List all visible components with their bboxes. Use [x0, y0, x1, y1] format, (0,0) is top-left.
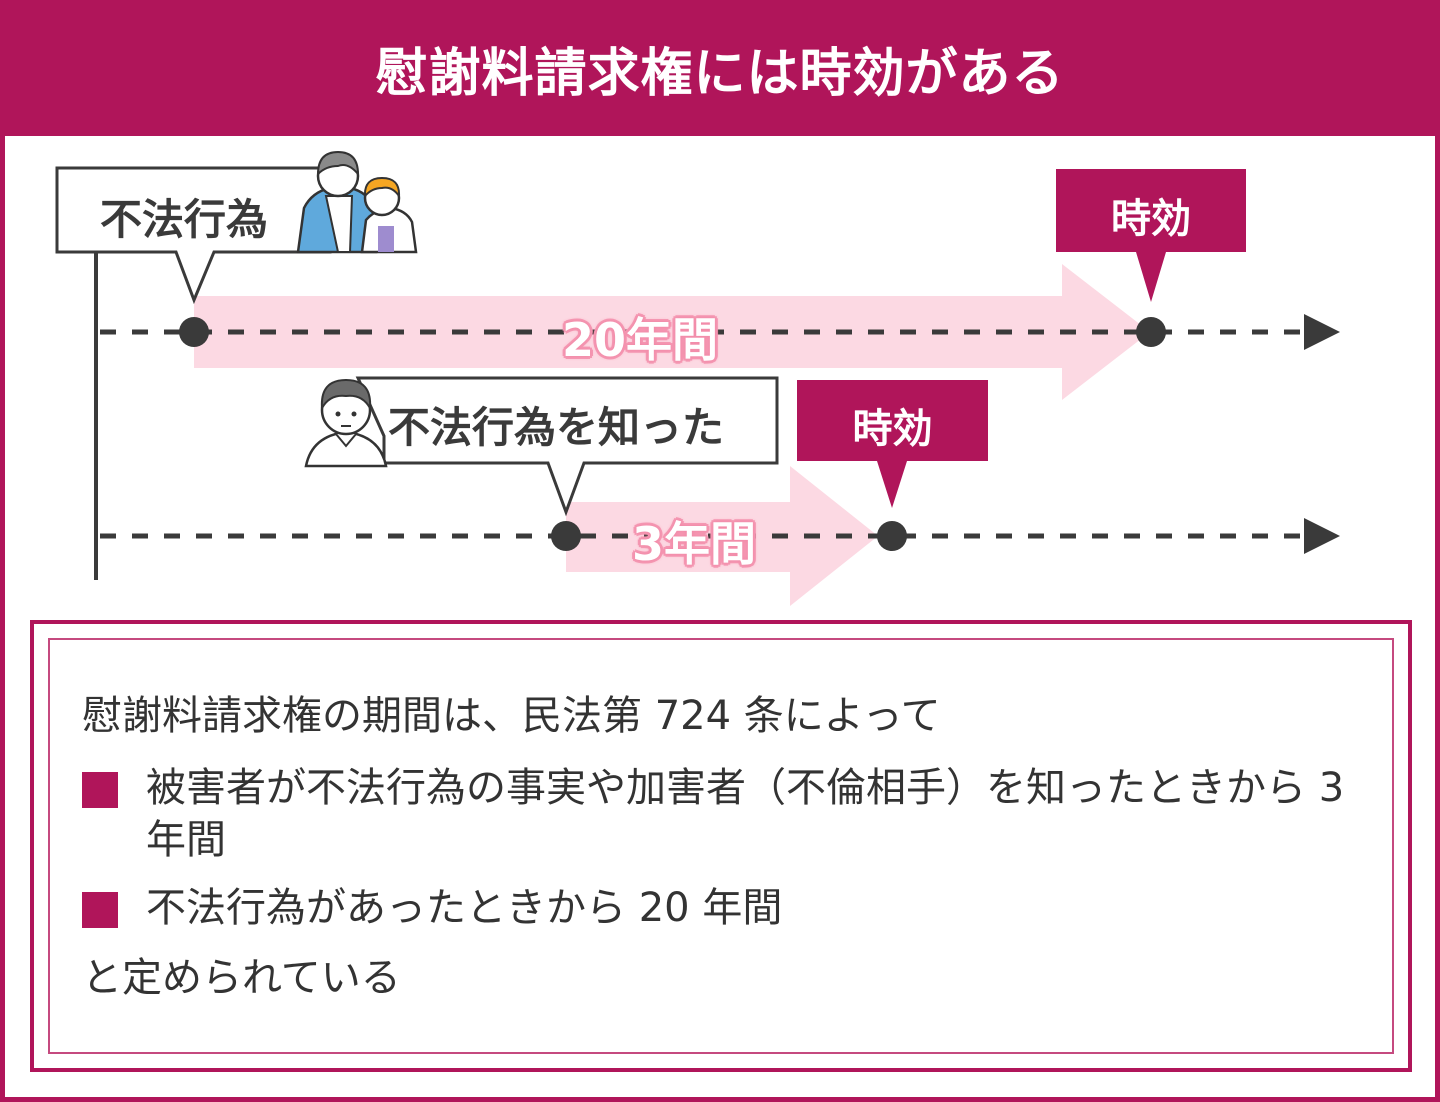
callout-1-label: 不法行為 — [100, 195, 269, 244]
period-label-3-years: 3年間 — [632, 517, 757, 571]
notes-box-inner-border: 慰謝料請求権の期間は、民法第 724 条によって 被害者が不法行為の事実や加害者… — [48, 638, 1394, 1054]
period-label-20-years: 20年間 — [562, 313, 719, 367]
timeline-diagram: 不法行為 時効 20年間 不法行為を知った 時効 3年間 — [0, 136, 1440, 606]
notes-box: 慰謝料請求権の期間は、民法第 724 条によって 被害者が不法行為の事実や加害者… — [30, 620, 1412, 1072]
timeline-1-end-dot — [1136, 317, 1166, 347]
expiry-tag-1-label: 時効 — [1111, 196, 1191, 242]
couple-illustration-icon — [296, 150, 418, 254]
callout-2-bubble — [355, 376, 779, 517]
callout-2-label: 不法行為を知った — [388, 403, 725, 452]
notes-outro: と定められている — [82, 955, 401, 1001]
timeline-1-start-dot — [179, 317, 209, 347]
period-arrow-20-years — [194, 264, 1150, 400]
timeline-1-arrowhead-icon — [1304, 314, 1340, 350]
expiry-tag-2-label: 時効 — [852, 406, 933, 452]
header-banner: 慰謝料請求権には時効がある — [0, 0, 1440, 136]
square-bullet-icon — [82, 892, 118, 928]
notes-bullet-text: 被害者が不法行為の事実や加害者（不倫相手）を知ったときから 3 年間 — [146, 765, 1345, 863]
timeline-2-end-dot — [877, 521, 907, 551]
notes-body: 慰謝料請求権の期間は、民法第 724 条によって 被害者が不法行為の事実や加害者… — [82, 690, 1362, 1004]
notes-bullet: 被害者が不法行為の事実や加害者（不倫相手）を知ったときから 3 年間 — [82, 762, 1362, 866]
timeline-2-arrowhead-icon — [1304, 518, 1340, 554]
person-illustration-icon — [304, 378, 388, 468]
notes-bullet: 不法行為があったときから 20 年間 — [82, 882, 1362, 934]
timeline-graphics — [55, 150, 1340, 606]
timeline-2-start-dot — [551, 521, 581, 551]
notes-bullet-text: 不法行為があったときから 20 年間 — [146, 885, 783, 931]
square-bullet-icon — [82, 772, 118, 808]
expiry-tag-2 — [797, 380, 988, 508]
page-title: 慰謝料請求権には時効がある — [375, 43, 1065, 104]
notes-intro: 慰謝料請求権の期間は、民法第 724 条によって — [82, 693, 941, 739]
expiry-tag-1 — [1056, 169, 1246, 302]
